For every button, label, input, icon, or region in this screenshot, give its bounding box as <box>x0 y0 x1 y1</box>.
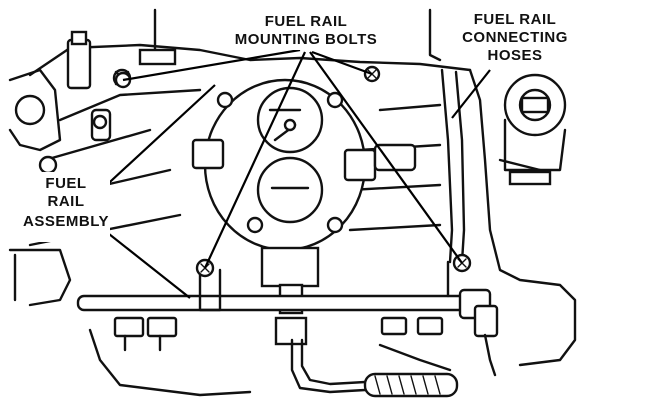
throttle-body <box>191 78 417 346</box>
fuel-injectors <box>113 316 444 352</box>
top-bracket <box>138 8 442 66</box>
label-text: HOSES <box>487 47 542 64</box>
label-fuel-rail-assembly: FUEL RAIL ASSEMBLY <box>20 172 110 242</box>
label-text: FUEL RAIL <box>474 11 557 28</box>
top-mounting-bolts <box>114 65 381 89</box>
connecting-hose <box>440 68 466 264</box>
label-fuel-rail-mounting-bolts: FUEL RAIL MOUNTING BOLTS <box>235 12 378 50</box>
label-text: MOUNTING BOLTS <box>235 31 378 48</box>
leader-lines <box>84 48 491 299</box>
label-text: CONNECTING <box>462 29 568 46</box>
label-text: FUEL RAIL <box>265 13 348 30</box>
label-text: ASSEMBLY <box>23 213 109 230</box>
fuel-rail <box>76 253 499 377</box>
label-fuel-rail-connecting-hoses: FUEL RAIL CONNECTING HOSES <box>462 10 568 66</box>
label-text: RAIL <box>48 193 85 210</box>
label-text: FUEL <box>45 175 86 192</box>
right-component <box>503 73 567 186</box>
lower-hose <box>290 338 459 398</box>
